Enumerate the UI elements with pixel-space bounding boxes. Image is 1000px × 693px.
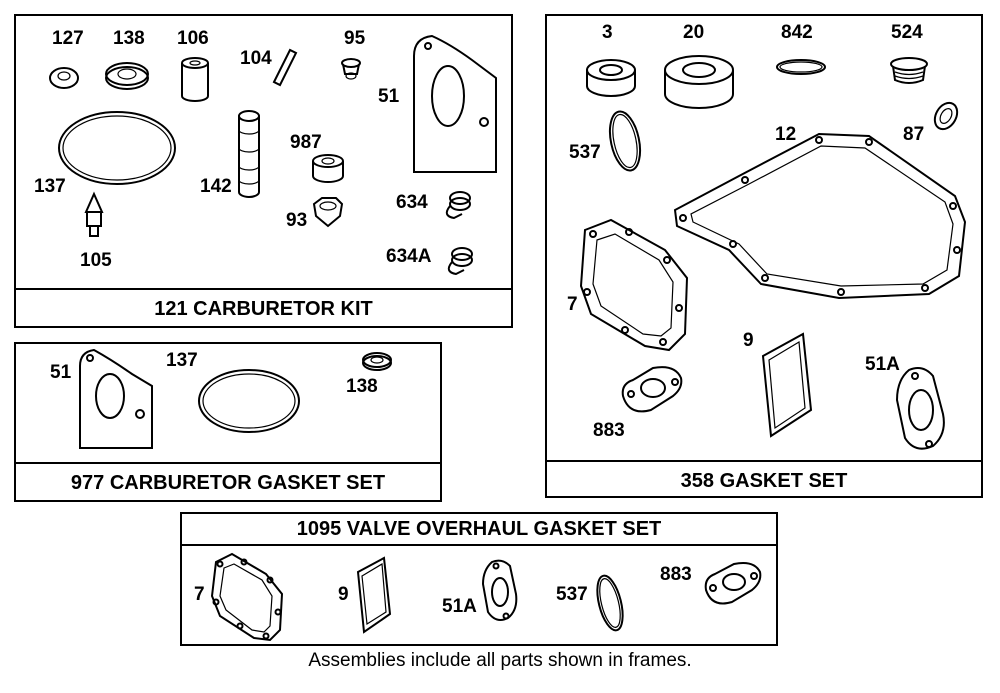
label-537: 537 [556,584,588,605]
part-9-gasket-icon [761,332,813,438]
valve-overhaul-gasket-set-title: 1095 VALVE OVERHAUL GASKET SET [182,514,776,546]
label-95: 95 [344,28,366,49]
part-883-gasket-icon [704,562,762,605]
part-883-gasket-icon [621,366,683,413]
label-138: 138 [346,376,378,397]
part-842-oring-icon [776,59,826,75]
label-137: 137 [34,176,66,197]
label-106: 106 [177,28,209,49]
label-51: 51 [378,86,400,107]
label-634: 634 [396,192,428,213]
part-51a-gasket-icon [895,367,945,450]
part-87-washer-icon [933,101,959,131]
label-105: 105 [80,250,112,271]
footnote: Assemblies include all parts shown in fr… [308,650,692,671]
carburetor-gasket-set-frame: 51 137 138 977 CARBURETOR GASKET SET [14,342,442,502]
part-51-plate-icon [79,348,153,449]
part-537-loop-icon [608,110,642,172]
gasket-set-title: 358 GASKET SET [547,460,981,500]
label-883: 883 [593,420,625,441]
label-987: 987 [290,132,322,153]
part-7-head-gasket-icon [210,552,284,642]
part-9-gasket-icon [356,556,392,634]
part-93-icon [312,197,344,228]
part-7-head-gasket-icon [579,218,689,352]
label-20: 20 [683,22,705,43]
label-12: 12 [775,124,797,145]
label-87: 87 [903,124,925,145]
label-104: 104 [240,48,272,69]
label-127: 127 [52,28,84,49]
label-634a: 634A [386,246,432,267]
part-137-ring-icon [58,111,176,185]
label-883: 883 [660,564,692,585]
label-51: 51 [50,362,72,383]
part-138-washer-icon [362,352,392,371]
label-524: 524 [891,22,923,43]
label-537: 537 [569,142,601,163]
label-842: 842 [781,22,813,43]
carburetor-kit-title: 121 CARBURETOR KIT [16,288,511,328]
part-20-seal-icon [664,55,734,109]
label-138: 138 [113,28,145,49]
part-634-spring-icon [445,191,471,220]
label-51a: 51A [442,596,477,617]
part-3-seal-icon [586,59,636,97]
label-9: 9 [338,584,349,605]
part-12-crankcase-gasket-icon [673,132,967,300]
label-3: 3 [602,22,613,43]
part-104-icon [272,48,298,87]
part-142-tube-icon [238,110,260,198]
part-51a-gasket-icon [481,559,518,621]
label-7: 7 [567,294,578,315]
part-137-ring-icon [198,369,300,433]
label-137: 137 [166,350,198,371]
part-127-icon [49,67,79,89]
valve-overhaul-gasket-set-frame: 1095 VALVE OVERHAUL GASKET SET 7 9 51A 5… [180,512,778,646]
part-524-plug-icon [890,57,928,84]
label-9: 9 [743,330,754,351]
part-537-loop-icon [596,574,624,632]
part-106-icon [181,57,209,102]
label-142: 142 [200,176,232,197]
part-51-plate-icon [413,34,497,173]
part-634a-spring-icon [447,247,473,276]
carburetor-gasket-set-title: 977 CARBURETOR GASKET SET [16,462,440,502]
gasket-set-frame: 3 20 842 524 537 12 87 7 9 51A 883 [545,14,983,498]
part-95-icon [341,58,361,80]
carburetor-kit-frame: 127 138 106 104 95 51 137 142 987 93 634… [14,14,513,328]
label-7: 7 [194,584,205,605]
label-51a: 51A [865,354,900,375]
part-105-needle-icon [84,191,104,237]
part-987-icon [312,154,344,183]
label-93: 93 [286,210,308,231]
part-138-icon [105,62,149,90]
